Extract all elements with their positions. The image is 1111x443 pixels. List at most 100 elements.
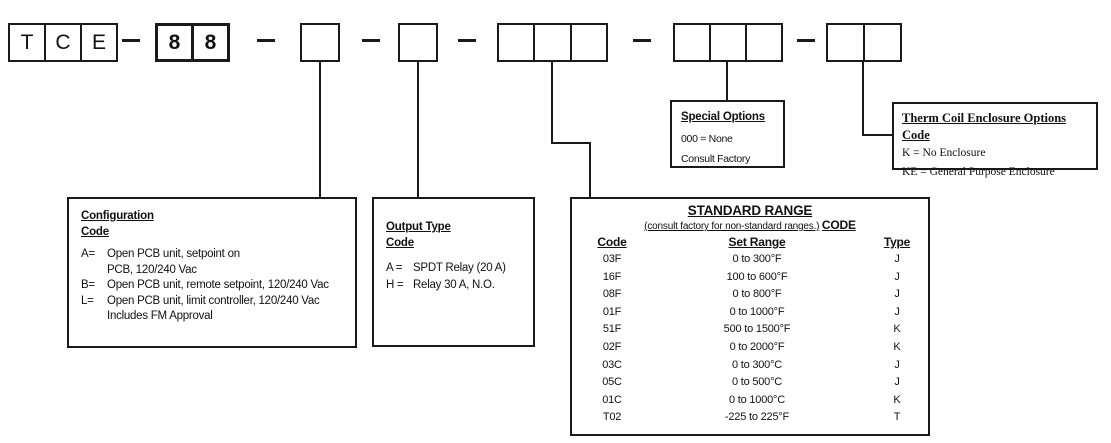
table-cell: 500 to 1500°F xyxy=(723,323,791,336)
table-cell: 0 to 300°C xyxy=(731,358,783,371)
connector-output-type xyxy=(417,60,419,197)
dash-separator xyxy=(797,39,815,42)
configuration-item: A= Open PCB unit, setpoint on xyxy=(81,247,347,263)
output-type-subtitle: Code xyxy=(386,237,414,249)
standard-range-table: Code Set Range Type 03F 0 to 300°F J 16F 100 to… xyxy=(572,233,928,427)
table-cell: T02 xyxy=(602,411,622,424)
part-number-cell xyxy=(497,23,536,62)
configuration-item-code: B= xyxy=(81,279,95,291)
output-type-item-code: A = xyxy=(386,262,403,274)
enclosure-options-box: Therm Coil Enclosure Options Code K = No… xyxy=(892,102,1098,178)
table-cell: 03C xyxy=(602,358,622,371)
table-cell: 01C xyxy=(602,393,622,406)
configuration-box: Configuration Code A=Open PCB unit, setp… xyxy=(67,197,357,348)
table-cell: 16F xyxy=(602,270,622,283)
configuration-item: L= Open PCB unit, limit controller, 120/2… xyxy=(81,294,347,310)
output-type-item: H = Relay 30 A, N.O. xyxy=(386,277,527,294)
part-number-group-standard-range-code xyxy=(497,23,608,62)
part-number-cell xyxy=(300,23,340,62)
configuration-item-text: Open PCB unit, remote setpoint, 120/240 … xyxy=(107,279,329,291)
table-cell: 0 to 1000°F xyxy=(729,305,785,318)
connector-enclosure-segment xyxy=(862,134,893,136)
table-cell: 08F xyxy=(602,288,622,301)
dash-separator xyxy=(633,39,651,42)
table-header: Code xyxy=(597,235,627,249)
part-number-cell xyxy=(863,23,902,62)
table-cell: J xyxy=(894,288,900,301)
output-type-item-text: Relay 30 A, N.O. xyxy=(413,279,495,291)
part-number-group-enclosure-code xyxy=(826,23,902,62)
connector-enclosure-segment xyxy=(862,60,864,136)
special-options-title: Special Options xyxy=(681,111,765,123)
table-cell: 0 to 2000°F xyxy=(729,340,785,353)
configuration-item-text: Includes FM Approval xyxy=(107,310,213,322)
output-type-title: Output Type xyxy=(386,221,451,233)
table-cell: J xyxy=(894,376,900,389)
special-options-line: 000 = None xyxy=(681,133,733,145)
part-number-cell xyxy=(533,23,572,62)
table-cell: 03F xyxy=(602,253,622,265)
connector-standard-range-segment xyxy=(589,142,591,198)
part-number-group-output-type-code xyxy=(398,23,438,62)
table-cell: 100 to 600°F xyxy=(726,270,788,283)
connector-standard-range-segment xyxy=(551,142,591,144)
configuration-item-text: Open PCB unit, setpoint on xyxy=(107,248,240,260)
part-number-group-configuration-code xyxy=(300,23,340,62)
table-cell: J xyxy=(894,358,900,371)
standard-range-title: STANDARD RANGE xyxy=(687,203,813,218)
dash-separator xyxy=(458,39,476,42)
table-cell: 0 to 800°F xyxy=(732,288,782,301)
table-cell: J xyxy=(894,305,900,318)
part-number-cell: 8 xyxy=(191,23,230,62)
configuration-item-text: Open PCB unit, limit controller, 120/240… xyxy=(107,294,320,307)
table-cell: 01F xyxy=(602,305,622,318)
subtitle-code-label: CODE xyxy=(821,218,856,232)
table-cell: K xyxy=(893,340,901,353)
configuration-title: Configuration xyxy=(81,210,154,222)
table-cell: J xyxy=(894,253,900,265)
configuration-item: Includes FM Approval xyxy=(81,309,347,325)
table-cell: 05C xyxy=(602,376,622,389)
table-cell: J xyxy=(894,270,900,283)
dash-separator xyxy=(362,39,380,42)
table-cell: 0 to 500°C xyxy=(731,376,783,389)
configuration-item-code: A= xyxy=(81,248,95,260)
part-number-cell: C xyxy=(44,23,82,62)
table-cell: K xyxy=(893,323,901,336)
special-options-line: Consult Factory xyxy=(681,153,751,165)
part-number-group-special-options-code xyxy=(673,23,783,62)
configuration-items: A= Open PCB unit, setpoint on PCB, 120/240… xyxy=(81,247,347,325)
configuration-item-text: PCB, 120/240 Vac xyxy=(107,263,197,276)
part-number-cell xyxy=(673,23,711,62)
part-number-cell: E xyxy=(80,23,118,62)
table-cell: 02F xyxy=(602,340,622,353)
standard-range-box: STANDARD RANGE (consult factory for non-… xyxy=(570,197,930,436)
output-type-item: A = SPDT Relay (20 A) xyxy=(386,260,527,277)
dash-separator xyxy=(122,39,140,42)
part-number-cell: T xyxy=(8,23,46,62)
configuration-item-code: L= xyxy=(81,294,94,307)
configuration-item: B= Open PCB unit, remote setpoint, 120/24… xyxy=(81,278,347,294)
part-number-cell xyxy=(398,23,438,62)
table-cell: -225 to 225°F xyxy=(724,411,790,424)
configuration-item-code xyxy=(81,263,107,279)
table-header: Set Range xyxy=(728,235,786,249)
part-number-cell xyxy=(826,23,865,62)
table-cell: 0 to 300°F xyxy=(732,253,782,265)
dash-separator xyxy=(257,39,275,42)
connector-special-options xyxy=(726,60,728,102)
table-cell: 0 to 1000°C xyxy=(728,393,786,406)
connector-standard-range-segment xyxy=(551,60,553,144)
output-type-item-code: H = xyxy=(386,279,404,291)
part-number-cell xyxy=(569,23,608,62)
configuration-item: PCB, 120/240 Vac xyxy=(81,263,347,279)
table-header: Type xyxy=(883,235,911,249)
subtitle-note: (consult factory for non-standard ranges… xyxy=(644,221,820,232)
output-type-item-text: SPDT Relay (20 A) xyxy=(413,262,506,274)
table-cell: 51F xyxy=(602,323,622,336)
